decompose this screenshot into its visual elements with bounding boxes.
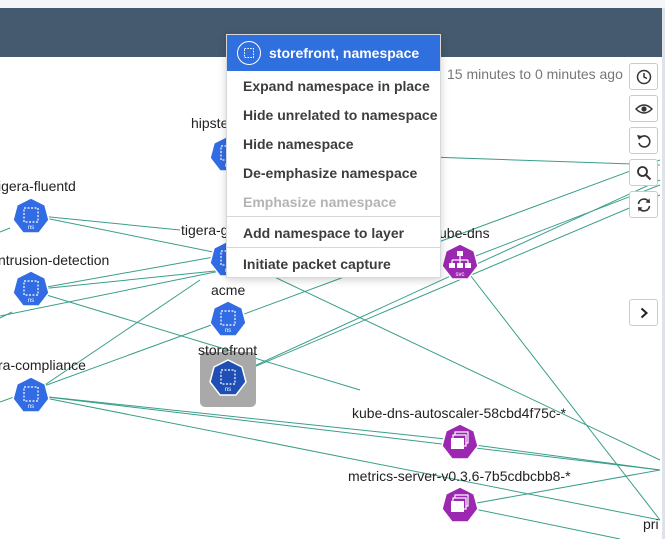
svg-text:ns: ns [28, 404, 34, 410]
menu-item-packet-capture[interactable]: Initiate packet capture [243, 256, 391, 272]
window-right-border [662, 8, 665, 539]
node-storefront[interactable]: ns [209, 359, 247, 402]
flow-graph-svg [0, 149, 661, 539]
node-label-kube-dns: kube-dns [432, 225, 490, 241]
service-node-icon: svc [441, 243, 479, 280]
node-compliance[interactable]: ns [12, 376, 50, 419]
node-acme[interactable]: ns [209, 300, 247, 343]
namespace-node-icon: ns [209, 300, 247, 337]
menu-item-hide-namespace[interactable]: Hide namespace [243, 136, 354, 152]
svg-text:ns: ns [28, 298, 34, 304]
search-icon [636, 165, 651, 180]
node-kube-dns-autoscaler[interactable] [441, 423, 479, 466]
menu-item-add-to-layer[interactable]: Add namespace to layer [243, 225, 405, 241]
node-label-compliance: ra-compliance [0, 357, 86, 373]
replicaset-node-icon [441, 486, 479, 523]
namespace-node-icon: ns [12, 197, 50, 234]
node-label-fluentd: igera-fluentd [0, 178, 76, 194]
menu-item-expand-namespace[interactable]: Expand namespace in place [243, 78, 430, 94]
window-top-strip [0, 0, 665, 8]
node-intrusion-detection[interactable]: ns [12, 270, 50, 313]
menu-separator [227, 247, 440, 248]
refresh-button[interactable] [629, 191, 658, 218]
svg-text:svc: svc [456, 272, 465, 278]
history-button[interactable] [629, 63, 658, 90]
svg-text:ns: ns [28, 225, 34, 231]
graph-edges [0, 149, 661, 539]
visibility-button[interactable] [629, 95, 658, 122]
node-label-edge: pri [643, 516, 659, 532]
menu-item-hide-unrelated[interactable]: Hide unrelated to namespace [243, 107, 438, 123]
node-label-hipster: hipste [191, 115, 229, 131]
node-label-tigera: tigera-g [181, 222, 229, 238]
menu-separator [227, 216, 440, 217]
svg-text:ns: ns [225, 328, 231, 334]
namespace-node-icon: ns [12, 270, 50, 307]
node-label-storefront: storefront [198, 342, 258, 358]
node-label-acme: acme [211, 282, 246, 298]
refresh-icon [637, 197, 650, 212]
context-menu-title: storefront, namespace [269, 45, 420, 61]
time-range-label[interactable]: 15 minutes to 0 minutes ago [447, 66, 623, 82]
node-kube-dns[interactable]: svc [441, 243, 479, 286]
svg-text:ns: ns [225, 387, 231, 393]
menu-item-de-emphasize[interactable]: De-emphasize namespace [243, 165, 418, 181]
context-menu-header: storefront, namespace [227, 35, 440, 71]
namespace-node-icon: ns [209, 359, 247, 396]
undo-icon [636, 134, 651, 148]
eye-icon [634, 103, 653, 114]
history-icon [636, 69, 651, 84]
node-metrics-server[interactable] [441, 486, 479, 529]
replicaset-node-icon [441, 423, 479, 460]
namespace-icon [237, 41, 261, 65]
search-button[interactable] [629, 159, 658, 186]
node-label-autoscaler: kube-dns-autoscaler-58cbd4f75c-* [352, 405, 567, 421]
node-fluentd[interactable]: ns [12, 197, 50, 240]
undo-button[interactable] [629, 127, 658, 154]
node-label-intrusion: ntrusion-detection [0, 252, 110, 268]
expand-panel-button[interactable] [629, 299, 658, 326]
menu-item-emphasize: Emphasize namespace [243, 194, 397, 210]
chevron-right-icon [640, 307, 648, 318]
context-menu: storefront, namespace Expand namespace i… [226, 34, 441, 278]
namespace-node-icon: ns [12, 376, 50, 413]
node-label-metrics: metrics-server-v0.3.6-7b5cdbcbb8-* [348, 468, 571, 484]
